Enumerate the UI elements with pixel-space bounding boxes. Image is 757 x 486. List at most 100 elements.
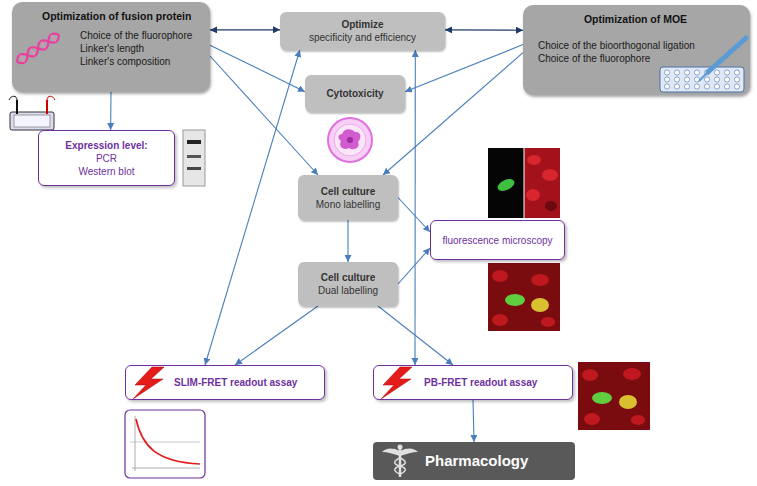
- microscopy-image-mono: [542, 169, 558, 181]
- dna-icon: [20, 55, 24, 62]
- output-box: Expression level:PCRWestern blot: [38, 130, 175, 186]
- microscopy-image-fret: [582, 369, 598, 381]
- connector-arrow: [235, 306, 318, 365]
- node-text: Choice of the bioorthogonal ligation: [538, 39, 742, 52]
- gel-electrophoresis-icon: [47, 96, 55, 100]
- western-blot-icon: [183, 130, 205, 186]
- gel-electrophoresis-icon: [9, 96, 17, 100]
- caduceus-icon: [395, 458, 406, 474]
- node-heading: Optimization of MOE: [529, 13, 742, 27]
- microscopy-image-dual: [492, 270, 508, 282]
- decay-curve-chart: [136, 419, 200, 464]
- connector-arrow: [110, 92, 111, 130]
- connector-arrow: [210, 45, 305, 91]
- node-label: Cytotoxicity: [313, 87, 397, 100]
- western-blot-icon: [187, 155, 201, 158]
- microscopy-image-mono: [488, 148, 524, 218]
- decay-curve-chart: [130, 442, 200, 443]
- well-plate-icon: [660, 67, 744, 92]
- western-blot-icon: [183, 130, 205, 186]
- gel-electrophoresis-icon: [16, 100, 18, 114]
- node-text: specificity and efficiency: [288, 31, 437, 44]
- gel-electrophoresis-icon: [9, 96, 55, 130]
- microscopy-image-fret: [631, 415, 645, 425]
- caduceus-icon: [398, 445, 403, 450]
- assay-box: PB-FRET readout assay: [373, 365, 573, 400]
- connector-arrow: [210, 29, 280, 30]
- microscopy-image-dual: [492, 314, 508, 326]
- lightning-icon: [381, 367, 412, 399]
- microscopy-image-fret: [578, 362, 650, 430]
- dna-icon: [15, 31, 62, 66]
- western-blot-icon: [187, 140, 201, 144]
- process-box: Optimization of fusion proteinChoice of …: [12, 2, 210, 92]
- output-box: fluorescence microscopy: [430, 220, 565, 260]
- node-text: PCR: [47, 152, 166, 165]
- dna-icon: [15, 31, 62, 66]
- microscopy-image-fret: [584, 413, 600, 425]
- node-text: Mono labelling: [306, 198, 390, 211]
- connector-arrow: [210, 56, 318, 175]
- microscopy-image-dual: [488, 263, 560, 331]
- node-label: PB-FRET readout assay: [424, 376, 564, 389]
- connector-arrow: [347, 220, 348, 262]
- process-box: Cell cultureDual labelling: [298, 262, 398, 306]
- dna-icon: [15, 31, 62, 66]
- well-plate-icon: [662, 69, 742, 90]
- microscopy-image-fret: [619, 395, 637, 409]
- decay-curve-chart: [135, 416, 136, 471]
- caduceus-icon: [400, 448, 418, 456]
- node-text: Choice of the fluorophore: [80, 29, 202, 42]
- microscopy-image-mono: [524, 148, 560, 218]
- lightning-icon: [133, 367, 164, 399]
- node-heading: Cell culture: [306, 185, 390, 198]
- connector-arrow: [398, 248, 430, 284]
- microscopy-image-fret: [623, 368, 641, 380]
- node-text: Dual labelling: [306, 284, 390, 297]
- pipette-icon: [699, 72, 708, 81]
- result-box: Pharmacology: [373, 442, 575, 480]
- cell-icon: [334, 124, 366, 156]
- caduceus-icon: [382, 445, 418, 478]
- process-box: Cytotoxicity: [305, 75, 405, 112]
- assay-box: SLIM-FRET readout assay: [125, 365, 325, 400]
- caduceus-icon: [399, 448, 402, 477]
- microscopy-image-mono: [496, 177, 517, 194]
- microscopy-image-mono: [545, 201, 557, 211]
- decay-curve-chart: [125, 410, 205, 478]
- microscopy-image-dual: [505, 294, 525, 306]
- microscopy-image-dual: [531, 274, 549, 286]
- decay-curve-chart: [132, 468, 200, 469]
- node-label: fluorescence microscopy: [439, 234, 556, 247]
- cell-icon: [328, 118, 372, 162]
- connector-arrow: [445, 29, 523, 30]
- node-text: Linker's composition: [80, 55, 202, 68]
- cell-icon: [338, 129, 360, 149]
- gel-electrophoresis-icon: [10, 112, 54, 130]
- dna-icon: [52, 35, 56, 42]
- dna-icon: [31, 48, 35, 55]
- process-box: Optimizespecificity and efficiency: [280, 12, 445, 50]
- caduceus-icon: [395, 458, 406, 474]
- gel-electrophoresis-icon: [14, 115, 50, 127]
- process-box: Cell cultureMono labelling: [298, 175, 398, 220]
- caduceus-icon: [382, 448, 400, 456]
- connector-arrow: [414, 50, 415, 365]
- western-blot-icon: [187, 167, 201, 170]
- process-box: Optimization of MOE Choice of the bioorth…: [523, 5, 750, 95]
- gel-electrophoresis-icon: [46, 100, 48, 114]
- node-text: Linker's length: [80, 42, 202, 55]
- microscopy-image-mono: [524, 148, 525, 218]
- microscopy-image-dual: [488, 263, 560, 331]
- node-text: Choice of the fluorophore: [538, 52, 742, 65]
- connector-arrow: [205, 50, 300, 365]
- microscopy-image-fret: [592, 392, 612, 404]
- node-text: Western blot: [47, 165, 166, 178]
- node-heading: Optimization of fusion protein: [42, 10, 202, 24]
- node-heading: Expression level:: [47, 139, 166, 152]
- connector-arrow: [473, 400, 474, 442]
- lightning-icon: [133, 367, 164, 399]
